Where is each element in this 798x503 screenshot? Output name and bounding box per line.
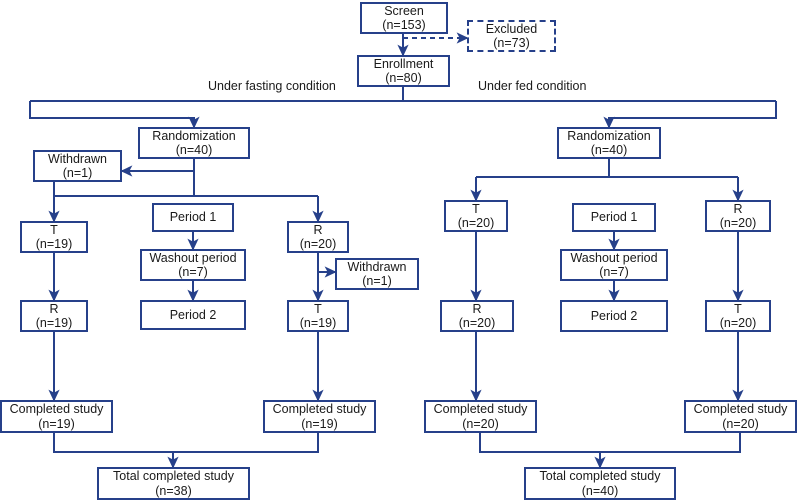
node-fed-completed-right[interactable]: Completed study (n=20) (684, 400, 797, 433)
node-fast-total-line1: Total completed study (113, 469, 234, 483)
node-randomization-fed-line1: Randomization (567, 128, 651, 143)
node-fed-total-line1: Total completed study (539, 469, 661, 483)
edge-fed-total-bus (479, 433, 741, 453)
node-withdrawn-fasting-line1: Withdrawn (47, 151, 108, 166)
node-fed-R1-line1: R (733, 201, 743, 216)
node-excluded[interactable]: Excluded (n=73) (467, 20, 556, 52)
node-screen[interactable]: Screen (n=153) (360, 2, 448, 34)
node-fed-period-1[interactable]: Period 1 (572, 203, 656, 232)
node-fed-washout-period[interactable]: Washout period (n=7) (560, 249, 668, 281)
node-fed-R1-line2: (n=20) (719, 216, 757, 230)
node-fed-treatment-period1[interactable]: T (n=20) (444, 200, 508, 232)
node-randomization-fasting-line1: Randomization (152, 128, 236, 143)
node-fed-comp-right-line1: Completed study (693, 402, 788, 416)
node-fed-T2-line1: T (734, 301, 742, 316)
node-withdrawn-fasting-reference[interactable]: Withdrawn (n=1) (335, 258, 419, 290)
node-fasting-period1-line1: Period 1 (169, 210, 217, 225)
node-fasting-completed-left[interactable]: Completed study (n=19) (0, 400, 113, 433)
node-fasting-R1-line1: R (313, 222, 323, 237)
node-fasting-washout-line2: (n=7) (178, 265, 208, 279)
node-fasting-T1-line1: T (50, 222, 58, 237)
node-enrollment-line2: (n=80) (385, 71, 422, 85)
node-fasting-R2-line1: R (49, 301, 59, 316)
node-withdrawn-fasting-line2: (n=1) (62, 166, 93, 180)
node-fasting-period2-line1: Period 2 (169, 307, 217, 322)
node-fed-T2-line2: (n=20) (719, 316, 757, 330)
node-fasting-completed-right[interactable]: Completed study (n=19) (263, 400, 376, 433)
node-fed-R2-line1: R (472, 301, 482, 316)
node-fasting-washout-period[interactable]: Washout period (n=7) (140, 249, 246, 281)
node-fasting-treatment-period2[interactable]: T (n=19) (287, 300, 349, 332)
node-fast-comp-left-line1: Completed study (9, 402, 104, 416)
node-fasting-T2-line1: T (314, 301, 322, 316)
node-fed-reference-period1[interactable]: R (n=20) (705, 200, 771, 232)
node-fasting-R1-line2: (n=20) (299, 237, 337, 251)
node-fasting-total-completed[interactable]: Total completed study (n=38) (97, 467, 250, 500)
caption-under-fasting-condition: Under fasting condition (208, 79, 336, 93)
node-fast-comp-right-line2: (n=19) (301, 416, 338, 431)
node-excluded-line1: Excluded (485, 21, 538, 36)
node-fasting-T1-line2: (n=19) (35, 237, 73, 251)
node-screen-line1: Screen (384, 3, 424, 18)
node-fasting-T2-line2: (n=19) (299, 316, 337, 330)
node-fed-T1-line2: (n=20) (457, 216, 495, 230)
node-withdrawn-fast-r-line1: Withdrawn (347, 259, 407, 274)
node-randomization-fed-line2: (n=40) (590, 143, 628, 157)
node-fasting-period-1[interactable]: Period 1 (152, 203, 234, 232)
node-fed-treatment-period2[interactable]: T (n=20) (705, 300, 771, 332)
node-fed-T1-line1: T (472, 201, 480, 216)
node-fed-comp-left-line1: Completed study (433, 402, 528, 416)
node-fast-comp-right-line1: Completed study (272, 402, 367, 416)
node-enrollment[interactable]: Enrollment (n=80) (357, 55, 450, 87)
node-fast-comp-left-line2: (n=19) (38, 416, 75, 431)
node-fed-period2-line1: Period 2 (590, 308, 638, 323)
node-fasting-treatment-period1[interactable]: T (n=19) (20, 221, 88, 253)
node-fed-period1-line1: Period 1 (590, 210, 638, 225)
node-randomization-fasting[interactable]: Randomization (n=40) (138, 127, 250, 159)
edge-bus-to-rand-fed (603, 101, 777, 129)
node-fasting-washout-line1: Washout period (149, 250, 237, 265)
node-fed-washout-line1: Washout period (570, 250, 658, 265)
node-fed-completed-left[interactable]: Completed study (n=20) (424, 400, 537, 433)
node-fed-R2-line2: (n=20) (458, 316, 496, 330)
node-randomization-fasting-line2: (n=40) (175, 143, 213, 157)
node-fasting-R2-line2: (n=19) (35, 316, 73, 330)
node-fasting-period-2[interactable]: Period 2 (140, 300, 246, 330)
node-randomization-fed[interactable]: Randomization (n=40) (557, 127, 661, 159)
edge-bus-to-rand-fasting (29, 101, 200, 129)
node-fasting-reference-period1[interactable]: R (n=20) (287, 221, 349, 253)
node-fed-total-completed[interactable]: Total completed study (n=40) (524, 467, 676, 500)
node-screen-line2: (n=153) (382, 18, 426, 32)
edge-fasting-total-bus (53, 433, 319, 453)
node-fasting-reference-period2[interactable]: R (n=19) (20, 300, 88, 332)
node-excluded-line2: (n=73) (493, 36, 530, 50)
node-fed-total-line2: (n=40) (581, 483, 619, 498)
node-withdrawn-fast-r-line2: (n=1) (362, 274, 392, 288)
node-fed-reference-period2[interactable]: R (n=20) (440, 300, 514, 332)
node-enrollment-line1: Enrollment (373, 56, 434, 71)
node-fast-total-line2: (n=38) (155, 483, 192, 498)
caption-under-fed-condition: Under fed condition (478, 79, 587, 93)
node-fed-comp-right-line2: (n=20) (722, 416, 759, 431)
node-fed-comp-left-line2: (n=20) (462, 416, 499, 431)
node-fed-period-2[interactable]: Period 2 (560, 300, 668, 332)
node-fed-washout-line2: (n=7) (599, 265, 629, 279)
node-withdrawn-fasting-randomization[interactable]: Withdrawn (n=1) (33, 150, 122, 182)
